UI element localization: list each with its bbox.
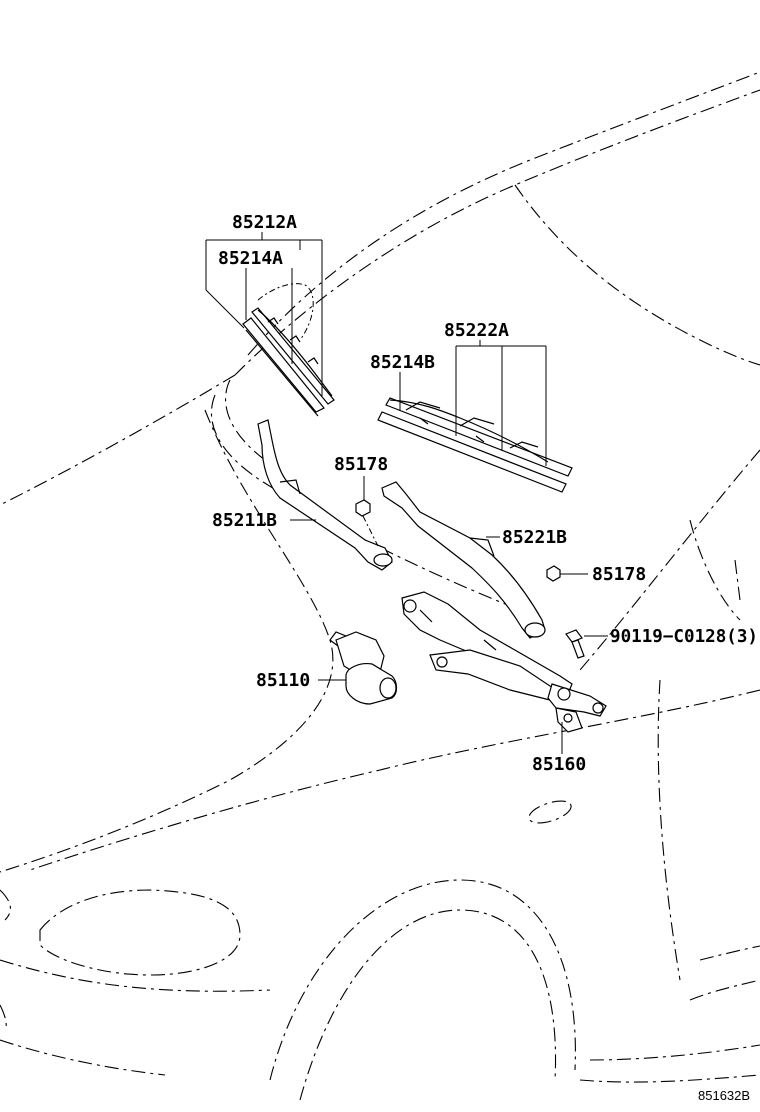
diagram-reference-code: 851632B <box>698 1088 750 1103</box>
bolt-90119 <box>565 629 585 659</box>
label-85212A: 85212A <box>232 212 297 233</box>
label-85214B: 85214B <box>370 352 435 373</box>
leader-lines <box>205 232 608 754</box>
label-85160: 85160 <box>532 754 586 775</box>
label-85214A: 85214A <box>218 248 283 269</box>
driver-wiper-blade <box>242 283 335 417</box>
label-85222A: 85222A <box>444 320 509 341</box>
label-90119-C0128: 90119−C0128(3) <box>610 626 758 647</box>
nut-85178-right <box>546 565 561 582</box>
passenger-wiper-arm <box>381 481 546 639</box>
label-85178-right: 85178 <box>592 564 646 585</box>
part-labels: 85212A 85214A 85222A 85214B 85178 85211B… <box>212 212 758 1103</box>
driver-wiper-arm <box>257 419 393 571</box>
passenger-wiper-blade <box>377 397 573 493</box>
label-85221B: 85221B <box>502 527 567 548</box>
label-85110: 85110 <box>256 670 310 691</box>
wiper-linkage <box>401 591 607 733</box>
vehicle-body-outline <box>0 71 760 1101</box>
label-85211B: 85211B <box>212 510 277 531</box>
wiper-motor <box>329 631 398 705</box>
label-85178-top: 85178 <box>334 454 388 475</box>
